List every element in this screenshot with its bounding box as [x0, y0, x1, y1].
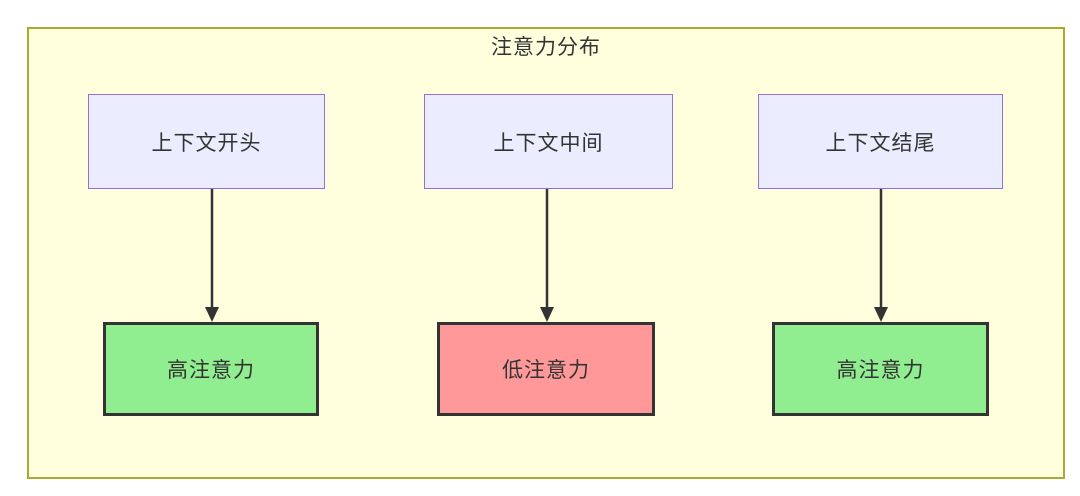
- edge-arrow-middle-to-low: [540, 189, 554, 322]
- node-high-attention-right: 高注意力: [772, 322, 989, 416]
- node-label: 上下文中间: [493, 131, 604, 155]
- edge-arrow-end-to-high: [874, 189, 888, 322]
- node-high-attention-left: 高注意力: [103, 322, 319, 416]
- node-label: 高注意力: [167, 359, 255, 382]
- node-context-end: 上下文结尾: [758, 94, 1003, 189]
- node-context-middle: 上下文中间: [424, 94, 673, 189]
- diagram-title: 注意力分布: [491, 36, 601, 59]
- edge-arrow-start-to-high: [205, 189, 219, 322]
- node-context-start: 上下文开头: [88, 94, 325, 189]
- node-label: 上下文开头: [151, 131, 262, 155]
- node-label: 上下文结尾: [825, 131, 936, 155]
- node-label: 低注意力: [502, 359, 590, 382]
- node-low-attention: 低注意力: [437, 322, 655, 416]
- node-label: 高注意力: [836, 359, 925, 382]
